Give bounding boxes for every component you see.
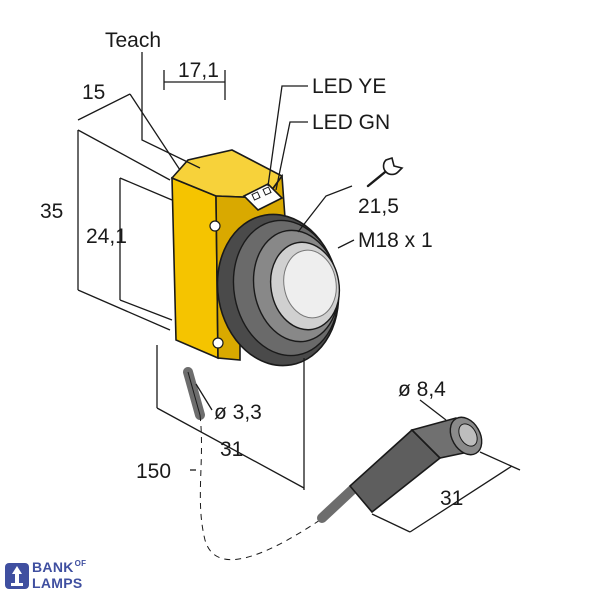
brand-line-2: LAMPS — [32, 575, 83, 591]
sensor-cable — [183, 367, 321, 561]
dim-31-body: 31 — [220, 438, 243, 461]
cable-length-label: 150 — [136, 460, 171, 483]
dim-35: 35 — [40, 200, 63, 223]
dim-24-1: 24,1 — [86, 225, 127, 248]
connector — [317, 416, 483, 523]
dim-17-1: 17,1 — [178, 59, 219, 82]
dim-31-connector: 31 — [440, 487, 463, 510]
thread-label: M18 x 1 — [358, 229, 433, 252]
wrench-icon — [366, 156, 404, 188]
teach-label: Teach — [105, 29, 161, 52]
led-ye-label: LED YE — [312, 75, 386, 98]
cable-diameter-label: ø 3,3 — [214, 401, 262, 424]
dim-15: 15 — [82, 81, 105, 104]
led-gn-label: LED GN — [312, 111, 390, 134]
led-window — [242, 183, 284, 211]
dimension-labels: Teach 17,1 15 LED YE LED GN 35 24,1 21,5… — [40, 29, 463, 510]
connector-diameter-label: ø 8,4 — [398, 378, 446, 401]
wrench-size-label: 21,5 — [358, 195, 399, 218]
dimension-lines — [77, 52, 521, 533]
bank-of-lamps-logo: BANKOF LAMPS — [2, 558, 112, 594]
lamp-icon — [5, 563, 29, 589]
lens — [269, 241, 341, 331]
brand-line-1: BANKOF — [32, 559, 87, 575]
